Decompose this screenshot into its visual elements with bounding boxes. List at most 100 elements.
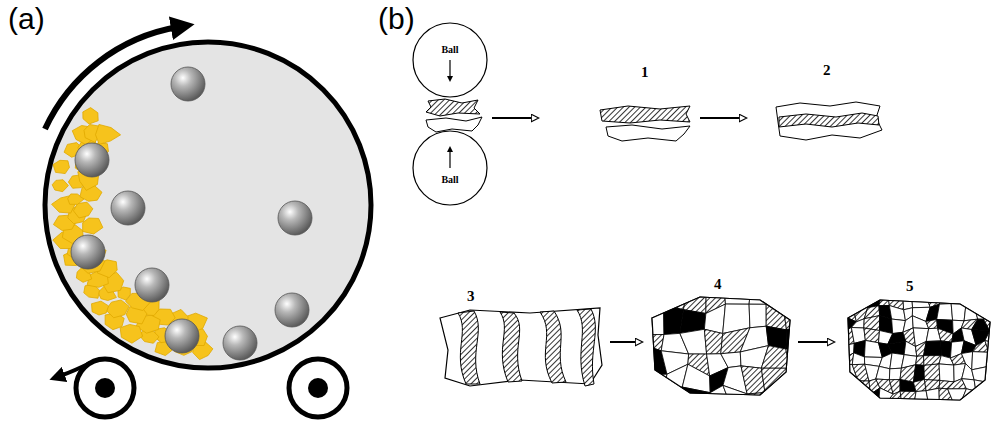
mosaic-cell: [939, 403, 953, 417]
milling-ball: [171, 67, 205, 101]
mosaic-cell: [986, 403, 994, 418]
mosaic-cell: [723, 385, 747, 413]
mosaic-cell: [976, 391, 988, 404]
mosaic-cell: [783, 407, 810, 421]
mosaic-cell: [915, 399, 928, 417]
mosaic-cell: [855, 389, 871, 404]
mosaic-cell: [939, 364, 954, 382]
ball-circle-outline: [413, 131, 487, 205]
mosaic-cell: [866, 404, 882, 416]
mosaic-cell: [805, 394, 830, 413]
ball-outline: [412, 22, 488, 98]
mosaic-cell: [904, 341, 917, 356]
mosaic-cell: [988, 352, 994, 370]
mosaic-cell: [805, 367, 830, 396]
mosaic-cell: [902, 400, 915, 416]
mosaic-cell: [889, 368, 901, 380]
mosaic-cell: [879, 388, 894, 404]
mosaic-cell: [927, 417, 940, 421]
rotation-arrow: [45, 27, 178, 129]
mosaic-cell: [687, 404, 711, 421]
mosaic-cell: [747, 393, 770, 414]
mosaic-cell: [641, 410, 667, 421]
mosaic-cell: [949, 413, 965, 421]
roller: [289, 359, 347, 417]
panel-label: (b): [378, 2, 415, 36]
mosaic-cell: [984, 316, 994, 331]
mosaic-cell: [843, 402, 854, 418]
panel-label: (a): [8, 2, 45, 36]
layered-particle: [440, 308, 602, 386]
mosaic-cell: [866, 413, 882, 421]
ball-outline: [412, 130, 488, 206]
mosaic-cell: [783, 284, 806, 308]
mosaic-cell: [988, 378, 994, 392]
milling-ball: [278, 201, 312, 235]
mosaic-cell: [987, 392, 994, 404]
callout-number: 3: [467, 288, 475, 305]
welded-particle: [776, 102, 882, 140]
mosaic-cell: [984, 303, 994, 319]
powder-particle: [92, 301, 109, 315]
mosaic-cell: [989, 292, 994, 309]
mosaic-cell: [749, 304, 766, 328]
ball-label: Ball: [412, 174, 488, 186]
callout-number: 1: [641, 64, 649, 81]
mosaic-cell: [904, 414, 916, 421]
ball-circle: Ball: [412, 22, 488, 98]
flattened-particles: [600, 106, 690, 141]
mosaic-cell: [940, 416, 951, 421]
mosaic-cell: [889, 414, 905, 421]
mosaic-cell: [779, 367, 807, 396]
powder-particle: [53, 160, 69, 173]
milling-ball: [71, 235, 105, 269]
mosaic-cell: [916, 356, 924, 366]
milling-ball: [223, 326, 257, 360]
mosaic-cell: [926, 388, 939, 406]
mosaic-cell: [639, 288, 668, 309]
roller-axle: [95, 378, 115, 398]
mosaic-cell: [900, 380, 916, 392]
mosaic-cell: [704, 304, 725, 333]
mosaic-cell: [912, 292, 930, 308]
mosaic-cell: [801, 412, 830, 421]
mosaic-cell: [888, 341, 906, 354]
callout-number: 4: [714, 276, 722, 293]
mosaic-cell: [806, 324, 823, 354]
mosaic-cell: [888, 401, 905, 416]
mosaic-cell: [879, 291, 889, 305]
mosaic-cell: [963, 294, 973, 304]
impact-arrow: [449, 150, 450, 168]
mosaic-cell: [964, 304, 978, 321]
impact-arrow-head: [447, 76, 453, 82]
mosaic-cell: [961, 402, 977, 414]
mosaic-cell: [889, 306, 905, 321]
mosaic-cell: [973, 403, 987, 418]
mosaic-cell: [879, 401, 889, 416]
refined-particle: [841, 291, 994, 421]
ball-mill: [45, 27, 371, 417]
powder-particles: [52, 108, 213, 360]
ball-circle-outline: [413, 23, 487, 97]
powder-particle: [52, 180, 68, 192]
mosaic-cell: [926, 319, 938, 328]
roller-arrow: [60, 363, 90, 376]
mosaic-cell: [642, 374, 667, 389]
roller-axle: [308, 378, 328, 398]
mosaic-cell: [951, 292, 966, 304]
milling-ball: [75, 143, 109, 177]
ball-circle: Ball: [412, 130, 488, 206]
mosaic-cell: [807, 351, 822, 371]
mosaic-cell: [937, 304, 953, 321]
mosaic-cell: [721, 352, 741, 368]
mosaic-cell: [844, 388, 857, 405]
mosaic-cell: [876, 366, 890, 379]
ball-label: Ball: [412, 44, 488, 56]
milling-ball: [165, 319, 199, 353]
mosaic-cell: [800, 284, 830, 315]
mosaic-cell: [924, 341, 942, 356]
impact-arrow-head: [447, 146, 453, 152]
mosaic-cell: [853, 295, 870, 307]
milling-ball: [111, 191, 145, 225]
